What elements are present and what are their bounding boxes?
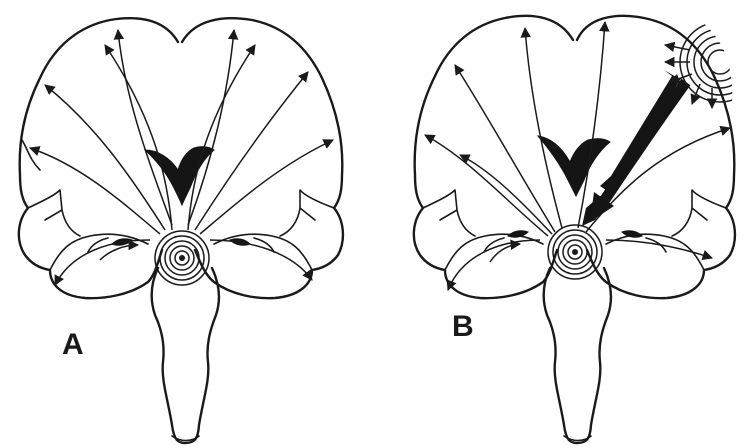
- lateral-ventricle-a: [145, 147, 214, 205]
- panel-label-a: A: [62, 328, 84, 361]
- focus-rings-a: [155, 231, 209, 285]
- brainstem-b: [544, 268, 611, 443]
- lateral-ventricle-b: [538, 136, 610, 196]
- panel-label-b: B: [452, 310, 474, 343]
- panel-b: B: [414, 16, 748, 443]
- brainstem-a: [152, 268, 219, 443]
- panel-a: A: [19, 18, 343, 443]
